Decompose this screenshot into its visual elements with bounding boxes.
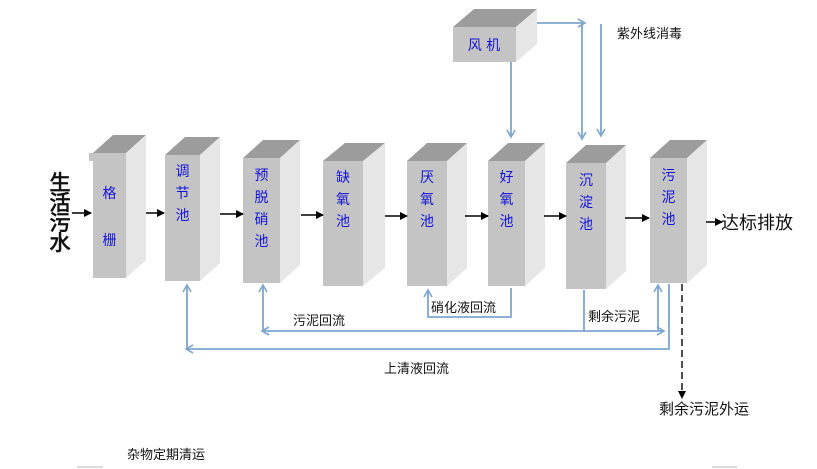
unit-label-char: 节	[176, 186, 190, 202]
unit-top-face	[323, 143, 385, 161]
unit-top-face	[165, 137, 220, 155]
blower-front	[453, 27, 516, 62]
blower-label: 风 机	[468, 38, 500, 54]
unit-label-char: 池	[662, 212, 676, 228]
unit-label-char: 栅	[103, 233, 117, 249]
input-char-2: 活	[50, 190, 71, 215]
input-char-1: 生	[50, 170, 71, 195]
unit-label-char: 预	[255, 168, 269, 184]
unit-label-char: 厌	[420, 170, 434, 186]
nitrate-return-line	[423, 288, 512, 318]
unit-side-face	[363, 143, 385, 286]
input-char-4: 水	[50, 230, 72, 255]
unit-label-char: 调	[176, 164, 190, 180]
unit-label-char: 缺	[336, 170, 350, 186]
unit-side-face	[447, 143, 467, 286]
unit-label-char: 淀	[579, 195, 593, 211]
sludge-out-arrowhead	[678, 391, 686, 399]
uv-disinfection-label: 紫外线消毒	[617, 27, 682, 42]
unit-front-face	[407, 161, 447, 286]
unit-front-face	[566, 163, 606, 289]
unit-label-char: 池	[500, 214, 514, 230]
unit-front-face	[488, 161, 525, 286]
unit-side-face	[280, 140, 300, 283]
unit-label-char: 池	[255, 234, 269, 250]
supernatant-return-label: 上清液回流	[384, 362, 449, 377]
unit-front-face	[165, 155, 200, 281]
return-lines	[182, 283, 670, 354]
input-char-3: 污	[50, 210, 71, 235]
unit-label-char: 池	[336, 214, 350, 230]
unit-label-char: 硝	[255, 212, 269, 228]
debris-removal-label: 杂物定期清运	[127, 448, 205, 463]
sludge-return-label: 污泥回流	[293, 314, 345, 329]
air-lines	[506, 18, 606, 141]
unit-label-char: 氧	[336, 192, 350, 208]
unit-side-face	[200, 137, 220, 281]
unit-label-char: 污	[662, 168, 676, 184]
unit-label-char: 沉	[579, 173, 593, 189]
blower-side	[516, 9, 537, 62]
unit-label-char: 泥	[662, 190, 676, 206]
unit-label-char: 池	[420, 214, 434, 230]
blower-unit: 风 机	[453, 9, 537, 62]
unit-side-face	[687, 140, 707, 283]
unit-front-face	[93, 153, 126, 278]
unit-top-face	[488, 143, 545, 161]
unit-front-face	[323, 161, 363, 286]
unit-side-face	[525, 143, 545, 286]
unit-label-char: 好	[500, 170, 514, 186]
output-label: 达标排放	[721, 213, 793, 234]
unit-label-char: 池	[176, 208, 190, 224]
unit-equalization: 调节池	[165, 137, 220, 281]
unit-side-face	[606, 145, 626, 289]
unit-side-face	[126, 135, 146, 278]
unit-ledge	[89, 153, 94, 161]
unit-top-face	[650, 140, 707, 158]
unit-top-face	[243, 140, 300, 158]
main-flow-arrows	[72, 209, 723, 226]
unit-anaerobic: 厌氧池	[407, 143, 467, 286]
supernatant-return-line	[184, 284, 670, 354]
unit-label-char: 脱	[255, 190, 269, 206]
unit-sedimentation: 沉淀池	[566, 145, 626, 289]
blower-top	[453, 9, 537, 27]
unit-sludge-tank: 污泥池	[650, 140, 707, 283]
unit-top-face	[93, 135, 146, 153]
unit-grille: 格栅	[89, 135, 146, 278]
unit-label-char: 氧	[500, 192, 514, 208]
unit-anoxic: 缺氧池	[323, 143, 385, 286]
nitrate-return-label: 硝化液回流	[431, 301, 496, 316]
unit-front-face	[243, 158, 280, 283]
input-label: 生 活 污 水	[50, 170, 72, 255]
excess-sludge-label: 剩余污泥	[588, 309, 640, 325]
unit-label-char: 格	[103, 186, 117, 202]
sludge-out-label: 剩余污泥外运	[659, 400, 749, 418]
unit-label-char: 池	[579, 217, 593, 233]
unit-front-face	[650, 158, 687, 283]
unit-label-char: 氧	[420, 192, 434, 208]
unit-aerobic: 好氧池	[488, 143, 545, 286]
